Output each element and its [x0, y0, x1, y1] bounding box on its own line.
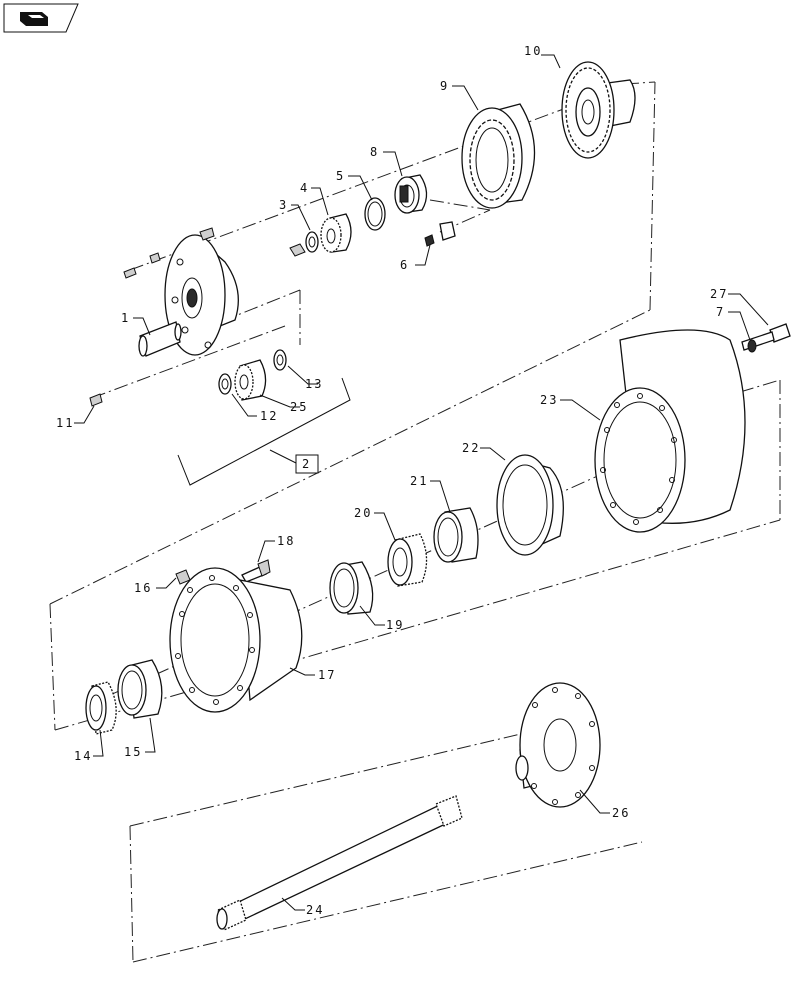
label-7: 7 — [716, 305, 725, 319]
label-14: 14 — [74, 749, 92, 763]
part-20-bearing-cone[interactable] — [387, 533, 428, 587]
label-9: 9 — [440, 79, 449, 93]
leader-lines — [74, 54, 769, 911]
label-22: 22 — [462, 441, 480, 455]
label-4: 4 — [300, 181, 309, 195]
label-2: 2 — [302, 457, 311, 471]
label-11: 11 — [56, 416, 74, 430]
label-10: 10 — [524, 44, 542, 58]
part-1-pin[interactable] — [138, 321, 182, 357]
part-22-seal[interactable] — [496, 454, 564, 556]
label-23: 23 — [540, 393, 558, 407]
book-tag-icon[interactable] — [3, 3, 79, 33]
part-18-stud[interactable] — [241, 559, 271, 583]
label-5: 5 — [336, 169, 345, 183]
label-3: 3 — [279, 198, 288, 212]
part-6-clip[interactable] — [424, 221, 456, 247]
part-5-snap-ring[interactable] — [364, 197, 386, 231]
part-12-washer[interactable] — [218, 373, 232, 395]
callout-labels: 10 9 8 5 4 3 6 1 11 12 25 13 2 27 7 23 2… — [56, 44, 728, 917]
label-20: 20 — [354, 506, 372, 520]
part-10-ring-gear[interactable] — [561, 61, 636, 159]
label-18: 18 — [277, 534, 295, 548]
part-27-bolt[interactable] — [741, 323, 791, 351]
part-9-ring-gear-housing[interactable] — [461, 103, 536, 209]
part-14-bearing-cone[interactable] — [85, 681, 117, 735]
part-13-washer[interactable] — [273, 349, 287, 371]
part-3-washer[interactable] — [305, 231, 319, 253]
part-7-washer[interactable] — [747, 339, 757, 353]
label-25: 25 — [290, 400, 308, 414]
label-15: 15 — [124, 745, 142, 759]
label-16: 16 — [134, 581, 152, 595]
label-27: 27 — [710, 287, 728, 301]
label-13: 13 — [305, 377, 323, 391]
label-24: 24 — [306, 903, 324, 917]
part-21-bearing-cup[interactable] — [433, 507, 479, 563]
part-26-axle-flange[interactable] — [515, 682, 601, 808]
part-17-hub[interactable] — [169, 567, 303, 713]
label-21: 21 — [410, 474, 428, 488]
label-6: 6 — [400, 258, 409, 272]
part-19-bearing-cup[interactable] — [329, 561, 374, 615]
part-11-screw[interactable] — [89, 393, 103, 407]
part-23-drum[interactable] — [594, 329, 746, 533]
part-8-bearing[interactable] — [394, 174, 428, 214]
kit-bracket — [177, 377, 351, 486]
part-24-axle-shaft[interactable] — [216, 795, 463, 931]
part-4-planet-gear[interactable] — [320, 213, 352, 253]
label-17: 17 — [318, 668, 336, 682]
label-26: 26 — [612, 806, 630, 820]
label-1: 1 — [121, 311, 130, 325]
label-19: 19 — [386, 618, 404, 632]
label-12: 12 — [260, 409, 278, 423]
part-25-planet-gear[interactable] — [234, 359, 267, 401]
part-15-bearing-cup[interactable] — [117, 659, 163, 719]
label-8: 8 — [370, 145, 379, 159]
nut-small[interactable] — [289, 243, 306, 257]
